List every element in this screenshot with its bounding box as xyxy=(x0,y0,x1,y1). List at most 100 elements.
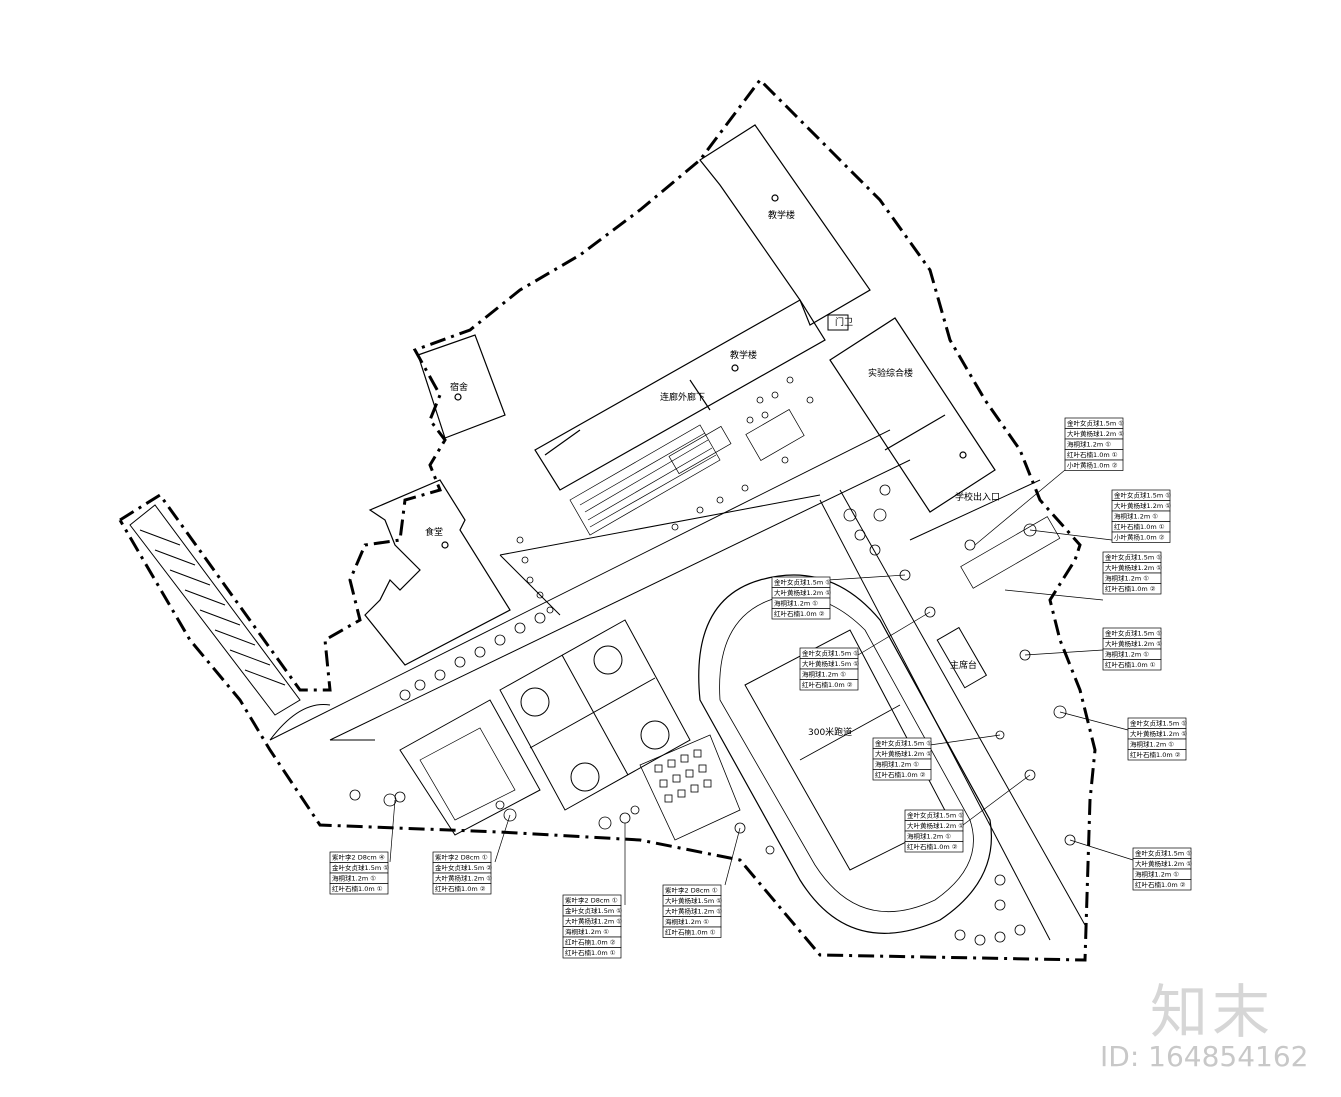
plant-table-row: 小叶黄杨1.0m ② xyxy=(1114,533,1165,542)
watermark-logo: 知末 xyxy=(1150,978,1275,1046)
plant-table-row: 红叶石楠1.0m ② xyxy=(1105,584,1156,593)
main-road xyxy=(269,429,911,741)
plant-table-row: 紫叶李2 D8cm ① xyxy=(565,896,618,905)
plant-table-row: 海桐球1.2m ① xyxy=(565,927,609,936)
plant-table-row: 金叶女贞球1.5m ① xyxy=(1067,419,1124,428)
plant-table-cell xyxy=(872,769,932,781)
plant-table-row: 金叶女贞球1.5m ② xyxy=(435,863,492,872)
label-corridor: 连廊外廊下 xyxy=(660,391,705,403)
gatehouse-block xyxy=(827,314,849,331)
plant-table-row: 红叶石楠1.0m ② xyxy=(435,884,486,893)
plant-table-row: 大叶黄杨球1.2m ① xyxy=(1130,729,1187,738)
small-court xyxy=(399,699,541,836)
leader-lines xyxy=(389,469,1134,905)
left-slope-strip xyxy=(129,504,301,716)
plant-table-row: 金叶女贞球1.5m ① xyxy=(802,649,859,658)
plaza-steps xyxy=(569,409,1061,589)
plant-table-cell xyxy=(1132,879,1192,891)
plant-table-row: 海桐球1.2m ① xyxy=(1130,740,1174,749)
label-stage: 主席台 xyxy=(950,659,977,671)
plant-table-row: 大叶黄杨球1.2m ① xyxy=(774,588,831,597)
plant-table-row: 大叶黄杨球1.5m ① xyxy=(665,896,722,905)
plant-table-row: 海桐球1.2m ① xyxy=(875,760,919,769)
plant-table-cell xyxy=(771,608,831,620)
basketball-courts xyxy=(499,619,691,811)
plant-table-row: 大叶黄杨球1.2m ① xyxy=(565,917,622,926)
small-court-inner xyxy=(419,727,516,821)
label-canteen: 食堂 xyxy=(425,526,443,538)
plant-table-row: 大叶黄杨球1.2m ① xyxy=(1105,639,1162,648)
plant-table-row: 紫叶李2 D8cm ① xyxy=(665,886,718,895)
plant-table-row: 金叶女贞球1.5m ① xyxy=(875,739,932,748)
plant-table-row: 大叶黄杨球1.2m ① xyxy=(875,749,932,758)
plant-table-row: 海桐球1.2m ① xyxy=(332,874,376,883)
site-boundary xyxy=(118,77,1097,962)
label-dorm: 宿舍 xyxy=(450,381,468,393)
plant-table-cell xyxy=(662,926,722,938)
plant-table-cell xyxy=(329,883,389,895)
plant-table-row: 红叶石楠1.0m ② xyxy=(565,938,616,947)
plant-table-row: 金叶女贞球1.5m ① xyxy=(565,906,622,915)
science-building xyxy=(829,317,996,513)
plant-table-row: 海桐球1.2m ① xyxy=(907,832,951,841)
plant-table-row: 红叶石楠1.0m ① xyxy=(1105,660,1156,669)
teaching-building-north xyxy=(699,124,871,326)
plant-table-row: 红叶石楠1.0m ① xyxy=(332,884,383,893)
watermark-id: ID: 164854162 xyxy=(1100,1040,1309,1073)
plant-table-row: 大叶黄杨球1.2m ① xyxy=(435,874,492,883)
plant-table-row: 红叶石楠1.0m ② xyxy=(1130,750,1181,759)
plant-table-row: 金叶女贞球1.5m ① xyxy=(1114,491,1171,500)
plant-table-cell xyxy=(562,947,622,959)
tree-symbols xyxy=(349,376,1076,946)
label-entrance: 学校出入口 xyxy=(955,491,1000,503)
plant-table-row: 红叶石楠1.0m ① xyxy=(665,928,716,937)
plant-table-row: 金叶女贞球1.5m ① xyxy=(774,578,831,587)
canteen-building xyxy=(364,479,511,666)
plant-table-row: 红叶石楠1.0m ② xyxy=(1135,880,1186,889)
plant-table-row: 大叶黄杨球1.2m ① xyxy=(907,821,964,830)
plant-table-cell xyxy=(1111,531,1171,543)
plant-table-row: 小叶黄杨1.0m ② xyxy=(1067,461,1118,470)
plant-table-row: 海桐球1.2m ① xyxy=(1114,512,1158,521)
plant-table-row: 海桐球1.2m ① xyxy=(1067,440,1111,449)
plant-table-row: 红叶石楠1.0m ① xyxy=(1067,450,1118,459)
plant-table-row: 红叶石楠1.0m ② xyxy=(802,680,853,689)
plant-table-row: 紫叶李2 D8cm ① xyxy=(435,853,488,862)
plant-table-row: 海桐球1.2m ① xyxy=(802,670,846,679)
label-track: 300米跑道 xyxy=(808,726,852,738)
plant-table-row: 海桐球1.2m ① xyxy=(1135,870,1179,879)
plant-table-cell xyxy=(1064,459,1124,471)
plant-table-row: 大叶黄杨球1.2m ① xyxy=(1114,501,1171,510)
plant-table-cell xyxy=(1127,749,1187,761)
plant-table-row: 红叶石楠1.0m ② xyxy=(875,770,926,779)
plant-table-row: 大叶黄杨球1.2m ① xyxy=(1067,429,1124,438)
plant-table-row: 红叶石楠1.0m ① xyxy=(565,948,616,957)
plant-table-cell xyxy=(1102,659,1162,671)
dorm-building xyxy=(417,334,506,439)
plant-table-row: 大叶黄杨球1.2m ① xyxy=(1135,859,1192,868)
plant-table-cell xyxy=(904,841,964,853)
plant-table-row: 红叶石楠1.0m ① xyxy=(1114,522,1165,531)
label-gate: 门卫 xyxy=(835,316,853,328)
plant-table-row: 海桐球1.2m ① xyxy=(665,917,709,926)
plant-table-row: 紫叶李2 D8cm ④ xyxy=(332,853,385,862)
plant-table-row: 金叶女贞球1.5m ① xyxy=(1135,849,1192,858)
plant-table-row: 金叶女贞球1.5m ① xyxy=(907,811,964,820)
plant-table-row: 金叶女贞球1.5m ① xyxy=(1130,719,1187,728)
plant-table-cell xyxy=(432,883,492,895)
plant-table-row: 大叶黄杨球1.2m ① xyxy=(665,907,722,916)
